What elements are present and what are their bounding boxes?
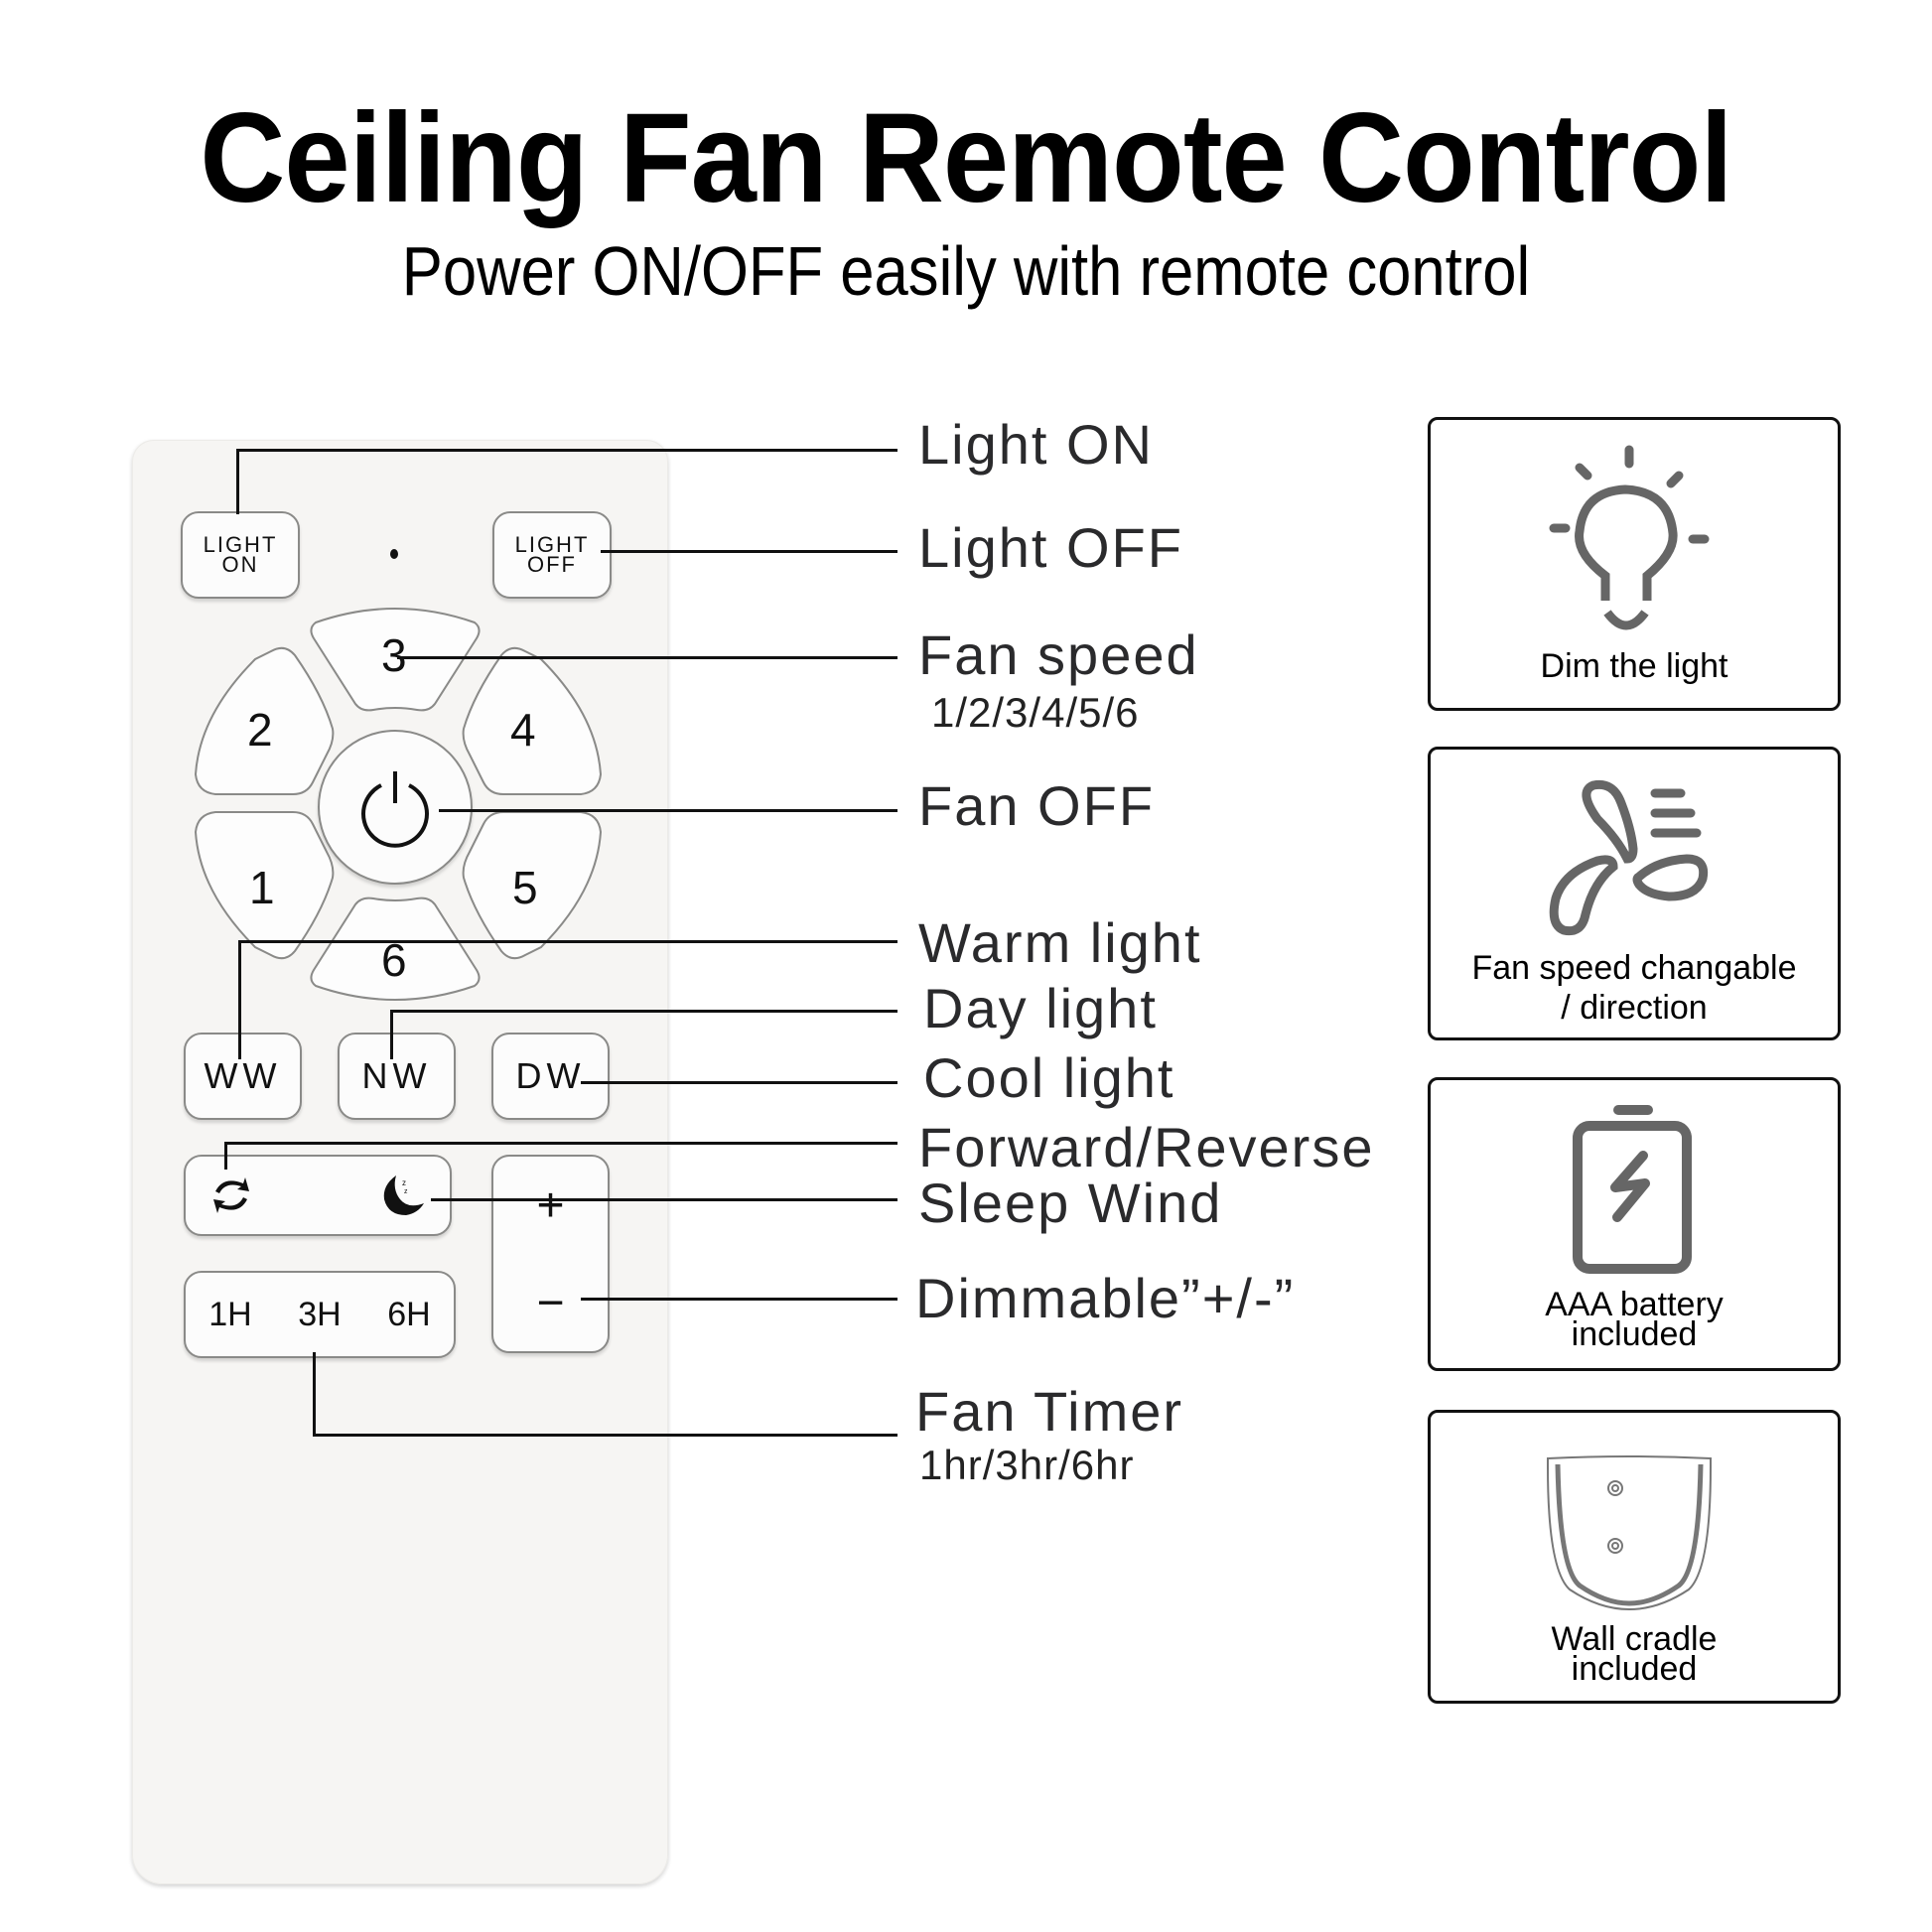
timer-3h-label: 3H [298, 1295, 342, 1333]
leader-timer-v [313, 1352, 316, 1437]
leader-light-on-v [236, 449, 239, 514]
feature-card-dim: Dim the light [1428, 417, 1841, 711]
callout-forward-reverse: Forward/Reverse [918, 1116, 1375, 1178]
power-icon [361, 771, 429, 848]
callout-warm-light: Warm light [918, 911, 1202, 974]
feature-cradle-caption-1: Wall cradle [1551, 1620, 1718, 1658]
moon-sleep-icon: z z [383, 1175, 424, 1215]
speed-2-label: 2 [247, 704, 273, 756]
light-bulb-icon [1549, 445, 1710, 630]
leader-day [390, 1010, 897, 1013]
speed-5-label: 5 [512, 862, 538, 913]
leader-sleep [431, 1198, 897, 1201]
leader-light-on [236, 449, 897, 452]
callout-sleep-wind: Sleep Wind [918, 1172, 1223, 1234]
feature-card-fan: Fan speed changable / direction [1428, 747, 1841, 1040]
leader-forward-v [224, 1142, 227, 1170]
timer-button[interactable]: 1H 3H 6H [184, 1271, 456, 1358]
callout-fan-timer-values: 1hr/3hr/6hr [919, 1442, 1135, 1488]
feature-card-cradle: Wall cradle included [1428, 1410, 1841, 1704]
feature-fan-caption-2: / direction [1561, 989, 1708, 1027]
indicator-led [390, 549, 398, 559]
leader-warm-v [238, 940, 241, 1059]
page-subtitle: Power ON/OFF easily with remote control [401, 232, 1531, 310]
callout-fan-off: Fan OFF [918, 774, 1156, 837]
light-off-label-1: LIGHT [514, 532, 590, 557]
speed-3-label: 3 [381, 629, 407, 681]
ww-label: WW [204, 1055, 282, 1096]
svg-text:z: z [404, 1188, 408, 1195]
speed-5-button[interactable]: 5 [459, 809, 603, 963]
reverse-arrows-icon [213, 1177, 249, 1213]
callout-fan-timer: Fan Timer [915, 1380, 1184, 1443]
light-off-button[interactable]: LIGHT OFF [492, 511, 612, 599]
daylight-white-button[interactable]: DW [491, 1033, 610, 1120]
speed-1-button[interactable]: 1 [194, 809, 338, 963]
svg-text:z: z [402, 1178, 406, 1187]
feature-card-battery: AAA battery included [1428, 1077, 1841, 1371]
natural-white-button[interactable]: NW [338, 1033, 456, 1120]
dw-label: DW [515, 1055, 586, 1096]
callout-cool-light: Cool light [923, 1046, 1175, 1109]
callout-light-on: Light ON [918, 413, 1154, 476]
leader-dimmable [581, 1298, 897, 1301]
leader-fan-speed [397, 656, 897, 659]
feature-cradle-caption-2: included [1571, 1650, 1698, 1688]
speed-4-label: 4 [510, 704, 536, 756]
warm-white-button[interactable]: WW [184, 1033, 302, 1120]
feature-fan-caption-1: Fan speed changable [1471, 949, 1797, 987]
leader-warm [238, 940, 897, 943]
direction-sleep-button[interactable]: z z [184, 1155, 452, 1236]
speed-1-label: 1 [249, 862, 275, 913]
callout-dimmable: Dimmable”+/-” [915, 1267, 1296, 1329]
leader-forward [224, 1142, 897, 1145]
leader-fan-off [439, 809, 897, 812]
feature-dim-caption: Dim the light [1540, 647, 1728, 685]
nw-label: NW [361, 1055, 432, 1096]
callout-fan-speed: Fan speed [918, 623, 1199, 686]
leader-cool [581, 1081, 897, 1084]
callout-light-off: Light OFF [918, 516, 1183, 579]
page-title: Ceiling Fan Remote Control [200, 87, 1732, 229]
speed-3-button[interactable]: 3 [308, 601, 482, 715]
dim-plus-label: + [536, 1178, 565, 1232]
wall-cradle-icon [1547, 1455, 1712, 1611]
dimmer-button[interactable]: + − [491, 1155, 610, 1353]
leader-day-v [390, 1010, 393, 1059]
callout-fan-speed-values: 1/2/3/4/5/6 [931, 689, 1140, 736]
timer-1h-label: 1H [208, 1295, 252, 1333]
light-on-label-2: ON [221, 552, 259, 577]
light-on-button[interactable]: LIGHT ON [181, 511, 300, 599]
callout-day-light: Day light [923, 977, 1158, 1039]
dim-minus-label: − [536, 1276, 565, 1329]
timer-6h-label: 6H [387, 1295, 431, 1333]
light-off-label-2: OFF [527, 552, 577, 577]
speed-4-button[interactable]: 4 [459, 643, 603, 797]
feature-battery-caption-1: AAA battery [1545, 1286, 1724, 1323]
fan-icon [1549, 779, 1709, 936]
leader-timer [313, 1434, 897, 1437]
speed-2-button[interactable]: 2 [194, 643, 338, 797]
battery-icon [1573, 1105, 1692, 1274]
fan-off-button[interactable] [318, 730, 473, 885]
leader-light-off [601, 550, 897, 553]
speed-6-button[interactable]: 6 [308, 894, 482, 1008]
feature-battery-caption-2: included [1571, 1315, 1698, 1353]
light-on-label-1: LIGHT [203, 532, 278, 557]
